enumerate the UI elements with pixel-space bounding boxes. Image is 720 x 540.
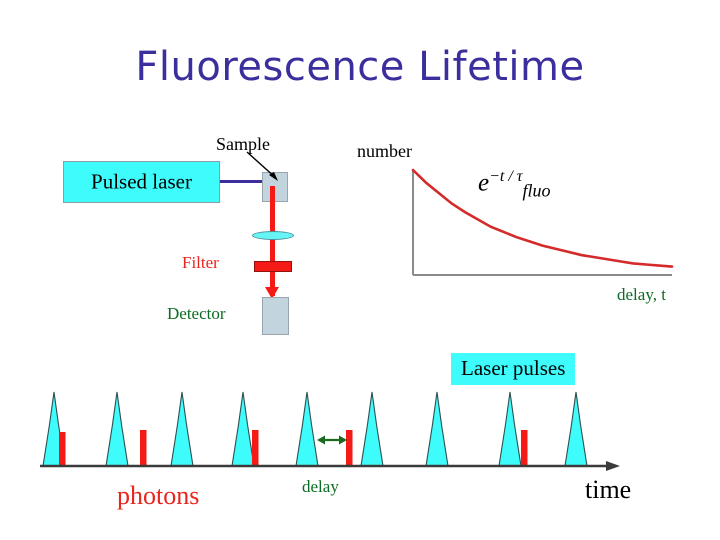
formula-exponent: −t / τ <box>489 168 523 185</box>
photon-bar <box>252 430 259 466</box>
pulse-train-diagram <box>0 340 720 540</box>
chart-ylabel: number <box>357 141 412 161</box>
laser-pulse <box>425 391 449 467</box>
laser-pulse <box>498 391 522 467</box>
time-axis-arrowhead-icon <box>606 461 620 471</box>
formula-base: e <box>478 169 490 197</box>
delay-arrowhead-icon <box>339 435 347 445</box>
photon-bars <box>59 430 528 466</box>
pulse-train-svg <box>40 391 620 471</box>
filter-label: Filter <box>182 253 219 272</box>
laser-pulse <box>564 391 588 467</box>
decay-formula: e−t / τfluo <box>478 168 551 201</box>
fluorescence-beam-line <box>270 186 275 296</box>
pulsed-laser-box: Pulsed laser <box>63 161 220 203</box>
photons-label: photons <box>117 481 200 510</box>
sample-pointer-arrow-icon <box>246 151 278 181</box>
laser-pulse <box>295 391 319 467</box>
photon-bar <box>140 430 147 466</box>
sample-label: Sample <box>216 134 270 154</box>
detector-box <box>262 297 289 335</box>
laser-beam-line <box>220 180 272 183</box>
filter-element <box>254 261 292 272</box>
laser-pulse <box>360 391 384 467</box>
beam-arrowhead-icon <box>265 287 279 299</box>
delay-measure-arrow <box>317 435 347 445</box>
pulsed-laser-label: Pulsed laser <box>91 169 192 194</box>
page-title: Fluorescence Lifetime <box>135 44 585 90</box>
laser-pulse <box>170 391 194 467</box>
decay-curve <box>411 168 674 268</box>
fluorescence-decay-chart <box>400 140 690 305</box>
formula-subscript: fluo <box>522 180 551 201</box>
delay-label: delay <box>302 477 339 496</box>
laser-pulses-legend: Laser pulses <box>451 353 576 385</box>
laser-pulse <box>231 391 255 467</box>
laser-pulse-shapes <box>42 391 588 467</box>
detector-label: Detector <box>167 304 226 323</box>
photon-bar <box>59 432 66 466</box>
time-label: time <box>585 475 632 504</box>
photon-bar <box>346 430 353 466</box>
delay-arrowhead-icon <box>317 435 325 445</box>
decay-chart-svg <box>411 168 674 276</box>
laser-pulse <box>105 391 129 467</box>
lens-icon <box>252 231 294 240</box>
chart-xlabel: delay, t <box>617 285 666 304</box>
photon-bar <box>521 430 528 466</box>
